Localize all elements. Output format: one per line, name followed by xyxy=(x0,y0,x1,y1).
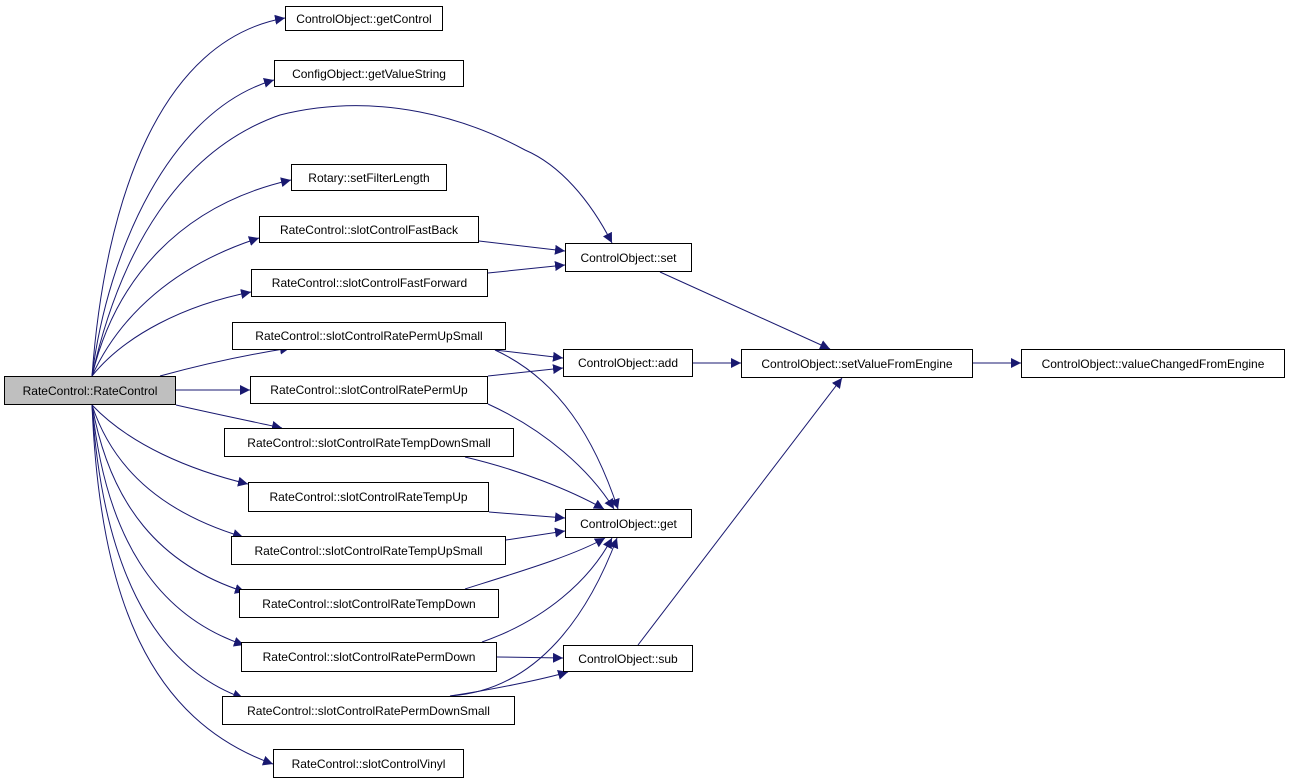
edge-permUpSmall-to-get xyxy=(494,349,620,510)
node-vinyl[interactable]: RateControl::slotControlVinyl xyxy=(273,749,464,778)
node-sub[interactable]: ControlObject::sub xyxy=(563,645,693,672)
edge-root-to-fastBack xyxy=(91,236,260,377)
edge-tempDownSmall-to-get xyxy=(464,456,605,510)
node-add[interactable]: ControlObject::add xyxy=(563,349,693,377)
node-label: ControlObject::sub xyxy=(578,651,678,666)
node-root: RateControl::RateControl xyxy=(4,376,176,405)
edge-set-to-setValueFromEngine xyxy=(659,271,831,350)
node-tempDownSmall[interactable]: RateControl::slotControlRateTempDownSmal… xyxy=(224,428,514,457)
node-label: ControlObject::getControl xyxy=(296,11,432,26)
edge-permDown-to-get xyxy=(481,537,613,643)
edge-root-to-set xyxy=(91,105,613,377)
edge-permUpSmall-to-add xyxy=(494,349,564,362)
node-tempUp[interactable]: RateControl::slotControlRateTempUp xyxy=(248,482,489,512)
node-label: ConfigObject::getValueString xyxy=(292,66,446,81)
edge-tempUpSmall-to-get xyxy=(505,527,566,541)
node-label: RateControl::slotControlVinyl xyxy=(291,756,446,771)
edge-permDownSmall-to-get xyxy=(449,537,619,697)
node-label: RateControl::slotControlFastBack xyxy=(279,222,459,237)
node-permUp[interactable]: RateControl::slotControlRatePermUp xyxy=(250,376,488,404)
node-set[interactable]: ControlObject::set xyxy=(565,243,692,272)
node-label: RateControl::slotControlFastForward xyxy=(271,276,468,290)
node-label: RateControl::slotControlRatePermDownSmal… xyxy=(247,703,490,718)
node-permDownSmall[interactable]: RateControl::slotControlRatePermDownSmal… xyxy=(222,696,515,725)
edge-root-to-getValueString xyxy=(91,77,275,377)
node-setFilterLength[interactable]: Rotary::setFilterLength xyxy=(291,164,447,191)
edge-root-to-permDown xyxy=(91,404,245,647)
edge-root-to-permDownSmall xyxy=(91,404,244,700)
node-permDown[interactable]: RateControl::slotControlRatePermDown xyxy=(241,642,497,672)
edge-root-to-tempUp xyxy=(91,404,249,487)
node-label: RateControl::RateControl xyxy=(22,383,158,398)
node-setValueFromEngine[interactable]: ControlObject::setValueFromEngine xyxy=(741,349,973,378)
node-getControl[interactable]: ControlObject::getControl xyxy=(285,6,443,31)
node-label: RateControl::slotControlRateTempUpSmall xyxy=(254,543,483,558)
node-label: RateControl::slotControlRatePermUp xyxy=(270,383,468,397)
node-valueChangedFromEngine[interactable]: ControlObject::valueChangedFromEngine xyxy=(1021,349,1285,378)
edge-tempDown-to-get xyxy=(464,537,606,590)
edge-root-to-permUpSmall xyxy=(159,344,291,377)
edge-root-to-tempDown xyxy=(91,404,246,594)
node-label: ControlObject::setValueFromEngine xyxy=(761,356,953,371)
node-label: ControlObject::valueChangedFromEngine xyxy=(1041,356,1265,371)
edge-root-to-getControl xyxy=(91,14,286,377)
node-label: RateControl::slotControlRatePermUpSmall xyxy=(255,329,483,343)
node-tempUpSmall[interactable]: RateControl::slotControlRateTempUpSmall xyxy=(231,536,506,565)
node-permUpSmall[interactable]: RateControl::slotControlRatePermUpSmall xyxy=(232,322,506,350)
node-label: RateControl::slotControlRateTempUp xyxy=(269,490,468,504)
node-fastForward[interactable]: RateControl::slotControlFastForward xyxy=(251,269,488,297)
node-label: ControlObject::set xyxy=(580,250,677,265)
node-get[interactable]: ControlObject::get xyxy=(565,509,692,538)
edge-tempUp-to-get xyxy=(488,511,566,523)
node-label: RateControl::slotControlRateTempDownSmal… xyxy=(247,435,491,450)
edge-permUp-to-add xyxy=(487,364,564,377)
node-label: Rotary::setFilterLength xyxy=(308,170,430,185)
node-tempDown[interactable]: RateControl::slotControlRateTempDown xyxy=(239,589,499,618)
edge-fastBack-to-set xyxy=(478,240,566,255)
edge-permDownSmall-to-sub xyxy=(449,669,569,697)
node-label: ControlObject::get xyxy=(580,516,677,531)
edge-root-to-vinyl xyxy=(91,404,274,766)
node-label: RateControl::slotControlRatePermDown xyxy=(262,650,476,664)
edge-sub-to-setValueFromEngine xyxy=(637,377,843,646)
edge-root-to-tempDownSmall xyxy=(175,404,283,431)
edge-fastForward-to-set xyxy=(487,261,566,274)
edge-root-to-fastForward xyxy=(91,289,252,377)
edge-permUp-to-get xyxy=(487,403,615,510)
node-label: RateControl::slotControlRateTempDown xyxy=(262,596,476,611)
node-fastBack[interactable]: RateControl::slotControlFastBack xyxy=(259,216,479,243)
edge-root-to-setFilterLength xyxy=(91,177,292,377)
node-label: ControlObject::add xyxy=(577,356,679,370)
edge-permDown-to-sub xyxy=(496,652,564,663)
node-getValueString[interactable]: ConfigObject::getValueString xyxy=(274,60,464,87)
edge-root-to-tempUpSmall xyxy=(91,404,244,539)
